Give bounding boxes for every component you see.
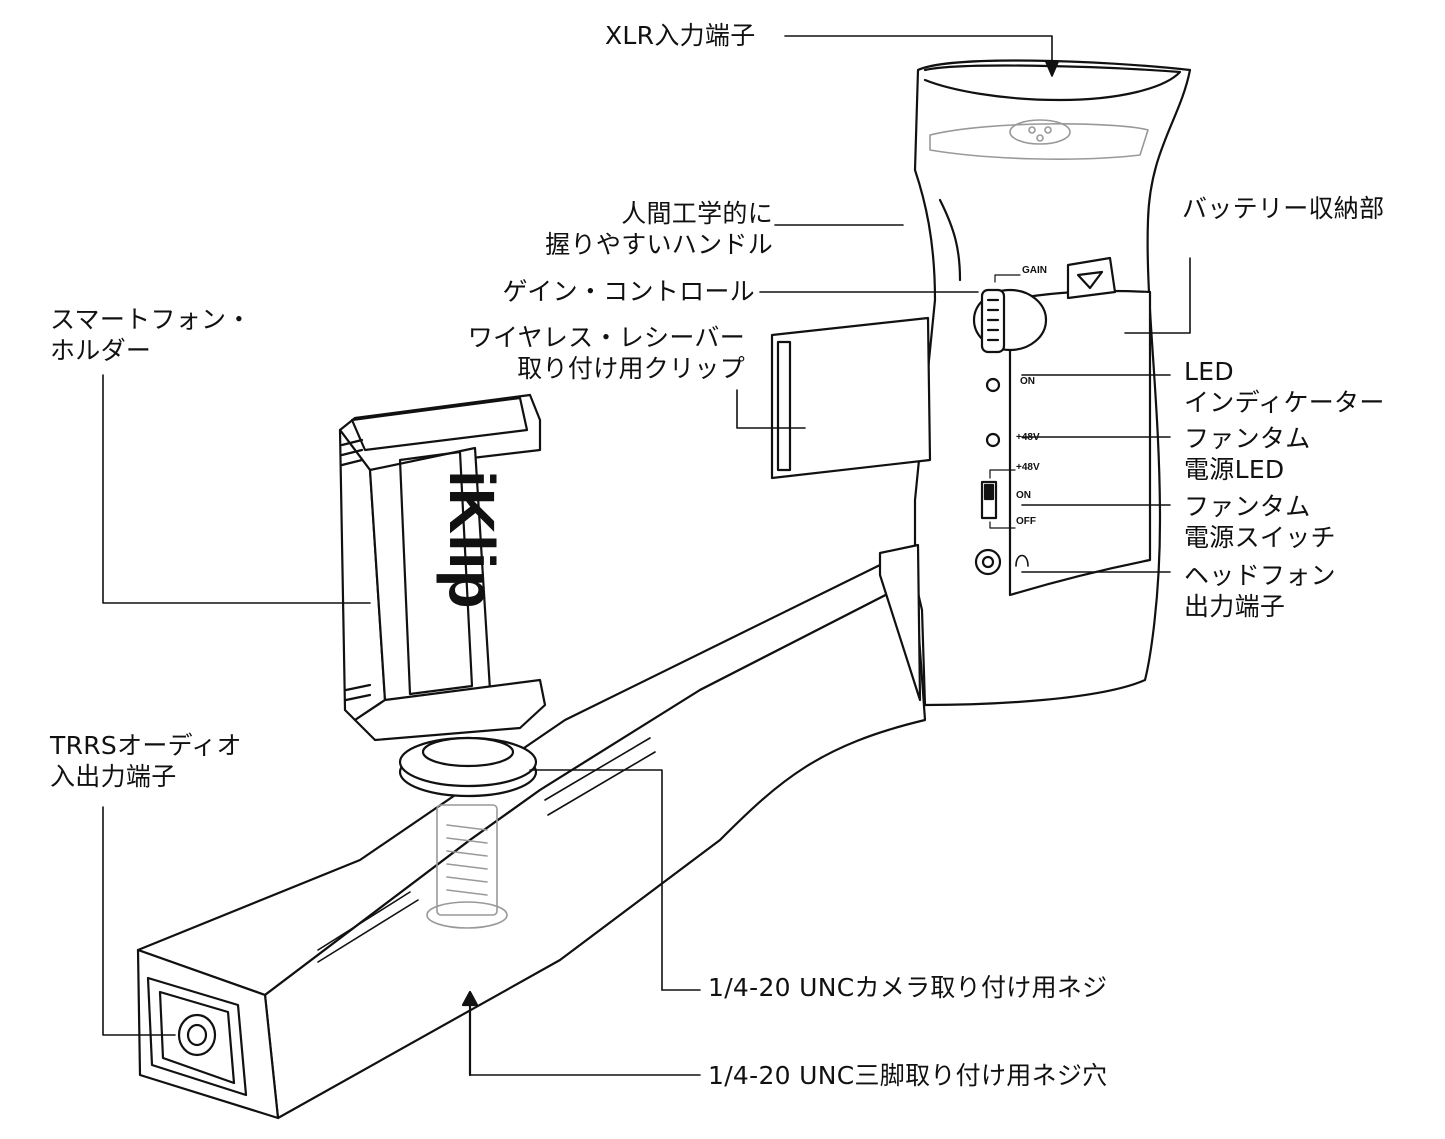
trrs-jack-icon — [177, 1013, 217, 1057]
callout-line: ヘッドフォン — [1184, 561, 1336, 590]
callout-led-indicator: LED インディケーター — [1184, 356, 1385, 418]
callout-line: ワイヤレス・レシーバー — [467, 323, 745, 352]
callout-line: 入出力端子 — [50, 762, 177, 791]
callout-ergonomic-grip: 人間工学的に 握りやすいハンドル — [545, 198, 773, 260]
callout-tripod-hole: 1/4-20 UNC三脚取り付け用ネジ穴 — [708, 1060, 1107, 1091]
callout-line: LED — [1184, 357, 1234, 386]
gain-wheel[interactable] — [972, 288, 1048, 354]
callout-battery-compartment: バッテリー収納部 — [1182, 193, 1384, 224]
leader-lines — [102, 35, 1191, 1076]
callout-line: 電源LED — [1184, 455, 1285, 484]
phantom-led-icon — [985, 432, 1001, 448]
handle-body — [878, 59, 1192, 707]
xlr-socket-icon — [929, 119, 1149, 160]
callout-line: 握りやすいハンドル — [545, 230, 773, 259]
callout-line: ホルダー — [50, 336, 152, 365]
callout-camera-screw: 1/4-20 UNCカメラ取り付け用ネジ — [708, 972, 1107, 1003]
callout-gain-control: ゲイン・コントロール — [502, 276, 755, 307]
callout-line: ゲイン・コントロール — [502, 277, 755, 306]
callout-line: ファンタム — [1184, 424, 1311, 453]
receiver-clip — [770, 316, 932, 480]
phantom-48v-panel-label: +48V — [1016, 432, 1040, 443]
callout-line: 1/4-20 UNC三脚取り付け用ネジ穴 — [708, 1061, 1108, 1090]
phantom-switch[interactable] — [980, 469, 1016, 529]
smartphone-holder: iKlip — [338, 393, 547, 742]
callout-phantom-switch: ファンタム 電源スイッチ — [1184, 491, 1336, 553]
callout-xlr-input: XLR入力端子 — [605, 20, 756, 51]
callout-trrs-jack: TRRSオーディオ 入出力端子 — [50, 730, 242, 792]
callout-smartphone-holder: スマートフォン・ ホルダー — [50, 304, 252, 366]
callout-line: 出力端子 — [1184, 592, 1286, 621]
callout-line: TRRSオーディオ — [50, 731, 242, 760]
callout-line: スマートフォン・ — [50, 305, 252, 334]
led-indicator-icon — [985, 377, 1001, 393]
callout-line: 1/4-20 UNCカメラ取り付け用ネジ — [708, 973, 1108, 1002]
callout-headphone-output: ヘッドフォン 出力端子 — [1184, 560, 1336, 622]
switch-on-panel-label: ON — [1016, 490, 1031, 501]
callout-line: 人間工学的に — [621, 199, 773, 228]
callout-receiver-clip: ワイヤレス・レシーバー 取り付け用クリップ — [468, 322, 745, 384]
callout-line: ファンタム — [1184, 492, 1311, 521]
tripod-hole-arrow-icon — [461, 990, 479, 1077]
callout-line: インディケーター — [1184, 388, 1385, 417]
led-on-panel-label: ON — [1020, 376, 1035, 387]
headphone-jack-icon — [974, 548, 1029, 576]
switch-off-panel-label: OFF — [1016, 516, 1036, 527]
callout-line: 電源スイッチ — [1184, 523, 1336, 552]
iklip-logo: iKlip — [436, 470, 508, 609]
callout-line: 取り付け用クリップ — [517, 354, 745, 383]
mounting-bar — [136, 563, 927, 1120]
callout-line: バッテリー収納部 — [1182, 194, 1385, 223]
callout-phantom-led: ファンタム 電源LED — [1184, 423, 1311, 485]
gain-panel-label: GAIN — [1022, 265, 1047, 276]
callout-line: XLR入力端子 — [605, 21, 756, 50]
swivel-knob — [398, 736, 538, 798]
switch-48v-panel-label: +48V — [1016, 462, 1040, 473]
camera-screw — [426, 804, 508, 929]
